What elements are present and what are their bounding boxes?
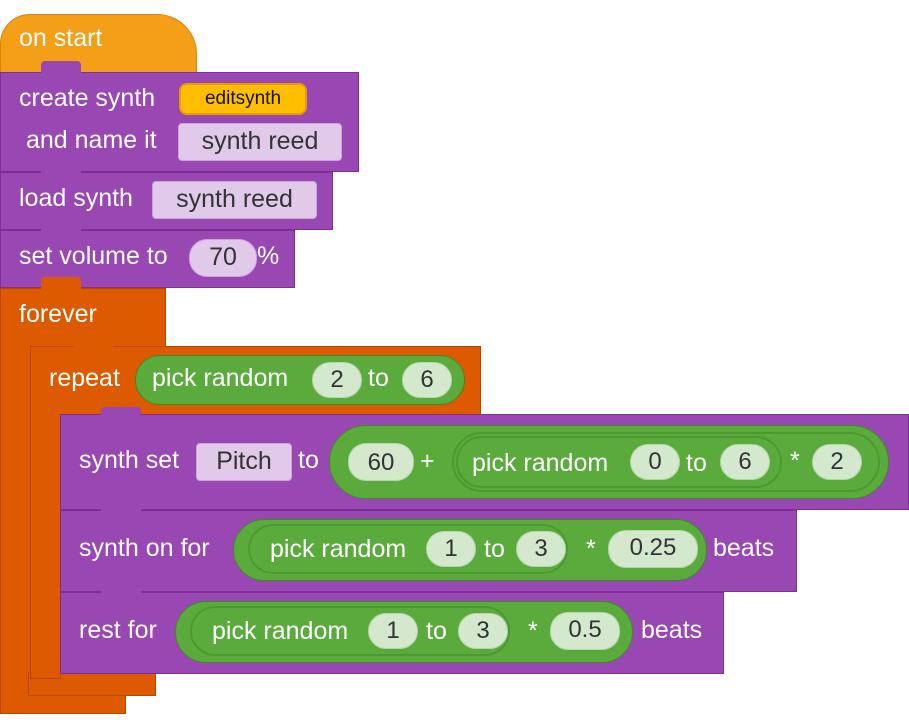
rest-block[interactable]: rest for pick random 1 to 3 * 0.5 beats — [60, 585, 724, 674]
set-volume-block[interactable]: set volume to 70 % — [0, 219, 295, 288]
create-synth-block[interactable]: create synth editsynth and name it synth… — [0, 61, 359, 172]
load-synth-label: load synth — [19, 184, 133, 212]
pitch-random-from-input[interactable]: 0 — [630, 444, 680, 480]
synth-name-field[interactable]: synth reed — [178, 123, 342, 161]
set-volume-label: set volume to — [19, 242, 168, 270]
block-notch — [41, 61, 81, 75]
block-notch — [41, 161, 81, 175]
forever-arm — [0, 345, 31, 693]
create-synth-label: create synth — [19, 84, 156, 112]
block-notch — [41, 219, 81, 233]
random-to-input[interactable]: 6 — [402, 362, 452, 398]
duration-factor-input[interactable]: 0.25 — [608, 530, 698, 568]
rest-random-from-input[interactable]: 1 — [368, 613, 418, 649]
on-start-label: on start — [19, 24, 103, 52]
rest-pick-random-block[interactable]: pick random 1 to 3 — [190, 606, 510, 656]
forever-label: forever — [19, 300, 97, 328]
block-notch — [101, 407, 141, 417]
forever-block[interactable]: forever — [0, 277, 166, 346]
synth-on-label: synth on for — [79, 534, 210, 562]
random-from-input[interactable]: 2 — [312, 362, 362, 398]
base-pitch-input[interactable]: 60 — [348, 443, 414, 481]
repeat-block[interactable]: repeat pick random 2 to 6 — [30, 345, 481, 416]
pitch-pick-random-block[interactable]: pick random 0 to 6 — [456, 436, 782, 488]
synth-param-dropdown[interactable]: Pitch — [196, 443, 292, 481]
on-start-block[interactable]: on start — [0, 14, 197, 74]
load-synth-block[interactable]: load synth synth reed — [0, 161, 333, 230]
duration-random-from-input[interactable]: 1 — [426, 531, 476, 567]
volume-percent-label: % — [257, 242, 280, 270]
rest-multiply-block[interactable]: pick random 1 to 3 * 0.5 — [175, 601, 633, 663]
synth-set-block[interactable]: synth set Pitch to 60 + pick random 0 to… — [60, 407, 909, 510]
pick-random-label: pick random — [152, 364, 289, 392]
duration-pick-random-block[interactable]: pick random 1 to 3 — [248, 524, 568, 574]
synth-set-to-label: to — [298, 446, 319, 474]
block-notch — [41, 277, 81, 291]
forever-bottom — [0, 692, 126, 714]
pick-random-label: pick random — [270, 535, 407, 563]
duration-multiply-block[interactable]: pick random 1 to 3 * 0.25 — [233, 519, 707, 581]
beats-label: beats — [641, 616, 703, 644]
repeat-pick-random-block[interactable]: pick random 2 to 6 — [135, 355, 465, 405]
pitch-random-to-input[interactable]: 6 — [720, 444, 770, 480]
repeat-label: repeat — [49, 364, 120, 392]
addition-block[interactable]: 60 + pick random 0 to 6 * 2 — [329, 425, 889, 499]
load-synth-name-field[interactable]: synth reed — [152, 181, 317, 219]
times-label: * — [586, 535, 596, 563]
name-it-label: and name it — [26, 126, 157, 154]
synth-set-label: synth set — [79, 446, 180, 474]
times-label: * — [528, 617, 538, 645]
block-notch — [101, 585, 141, 595]
times-label: * — [790, 447, 800, 475]
synth-variable-dropdown[interactable]: editsynth — [179, 83, 307, 115]
to-label: to — [686, 449, 707, 477]
repeat-arm — [30, 414, 61, 679]
synth-on-block[interactable]: synth on for pick random 1 to 3 * 0.25 b… — [60, 503, 797, 592]
multiply-block[interactable]: pick random 0 to 6 * 2 — [452, 432, 880, 492]
rest-random-to-input[interactable]: 3 — [458, 613, 508, 649]
block-notch — [73, 345, 113, 355]
to-label: to — [484, 535, 505, 563]
to-label: to — [368, 364, 389, 392]
block-notch — [101, 503, 141, 513]
pitch-factor-input[interactable]: 2 — [812, 444, 862, 480]
duration-random-to-input[interactable]: 3 — [516, 531, 566, 567]
to-label: to — [426, 617, 447, 645]
rest-factor-input[interactable]: 0.5 — [550, 612, 620, 650]
pick-random-label: pick random — [212, 617, 349, 645]
volume-input[interactable]: 70 — [189, 239, 257, 277]
rest-label: rest for — [79, 616, 157, 644]
pick-random-label: pick random — [472, 449, 609, 477]
beats-label: beats — [713, 534, 775, 562]
plus-label: + — [420, 447, 435, 475]
